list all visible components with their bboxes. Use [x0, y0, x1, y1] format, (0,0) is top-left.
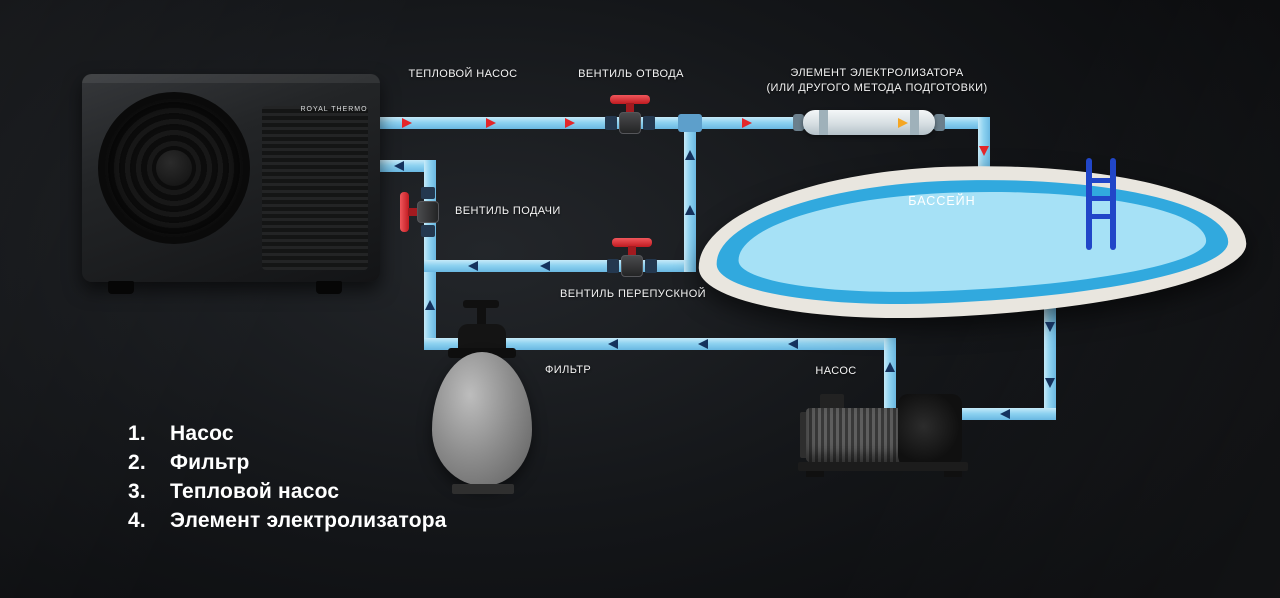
heat-pump-fan-hub	[156, 150, 192, 186]
legend-item-label: Насос	[170, 422, 234, 445]
pump-label: НАСОС	[815, 365, 857, 377]
filter-top-valve-handle	[463, 300, 499, 308]
supply-valve	[400, 180, 446, 244]
pool-ladder-rail	[1110, 158, 1116, 250]
pool-ladder-rung	[1086, 214, 1116, 219]
legend-item-number: 3.	[128, 480, 146, 503]
valve-union-nut	[421, 187, 435, 199]
valve-union-nut	[645, 259, 657, 273]
heat-pump-brand-label: ROYAL THERMO	[300, 106, 368, 113]
heat-pump-foot	[316, 281, 342, 294]
flow-arrow-electrolyzer-icon	[898, 118, 908, 128]
filter-label: ФИЛЬТР	[545, 364, 592, 376]
filter-base	[452, 484, 514, 494]
valve-body	[619, 112, 641, 134]
heat-pump-label: ТЕПЛОВОЙ НАСОС	[408, 68, 518, 80]
legend-item-number: 4.	[128, 509, 146, 532]
bypass-valve	[600, 238, 664, 284]
valve-union-nut	[607, 259, 619, 273]
legend-item-label: Элемент электролизатора	[170, 509, 447, 532]
pool-ladder-rail	[1086, 158, 1092, 250]
legend: 1. Насос 2. Фильтр 3. Тепловой насос 4. …	[128, 419, 447, 535]
valve-union-nut	[421, 225, 435, 237]
pump-motor	[806, 408, 902, 462]
flow-arrow-return-icon	[540, 261, 550, 271]
pipe-pump-discharge	[884, 338, 896, 412]
legend-item-label: Фильтр	[170, 451, 250, 474]
electrolyzer-fitting	[793, 114, 804, 131]
flow-arrow-hot-icon	[486, 118, 496, 128]
supply-valve-label: ВЕНТИЛЬ ПОДАЧИ	[455, 205, 561, 217]
pipe-heat-pump-return	[372, 160, 436, 172]
legend-item: 3. Тепловой насос	[128, 477, 447, 506]
legend-item: 1. Насос	[128, 419, 447, 448]
valve-stem	[626, 103, 634, 113]
pump-motor-endcap	[800, 412, 810, 458]
outlet-valve-label: ВЕНТИЛЬ ОТВОДА	[578, 68, 684, 80]
flow-arrow-hot-down-icon	[979, 146, 989, 156]
heat-pump-foot	[108, 281, 134, 294]
flow-arrow-hot-icon	[402, 118, 412, 128]
pipe-return-main	[424, 338, 896, 350]
pool-ladder-rung	[1086, 178, 1116, 183]
flow-arrow-return-icon	[685, 150, 695, 160]
heat-pump-top-edge	[82, 74, 380, 83]
pump-foot	[944, 471, 962, 477]
flow-arrow-return-icon	[698, 339, 708, 349]
pump-base	[798, 462, 968, 471]
valve-body	[417, 201, 439, 223]
filter-tank	[432, 352, 532, 486]
pump-head	[898, 394, 962, 466]
flow-arrow-return-icon	[1045, 378, 1055, 388]
flow-arrow-return-icon	[394, 161, 404, 171]
pool-label: БАССЕЙН	[908, 194, 976, 208]
valve-handle	[610, 95, 650, 104]
legend-item-number: 1.	[128, 422, 146, 445]
pipe-bypass-vertical	[684, 117, 696, 272]
outlet-valve	[598, 95, 662, 141]
electrolyzer-band	[819, 110, 828, 135]
flow-arrow-return-icon	[1045, 322, 1055, 332]
filter-top-valve-stem	[477, 306, 486, 326]
flow-arrow-hot-icon	[742, 118, 752, 128]
valve-union-nut	[643, 116, 655, 130]
bypass-valve-label: ВЕНТИЛЬ ПЕРЕПУСКНОЙ	[560, 288, 706, 300]
legend-item-number: 2.	[128, 451, 146, 474]
flow-arrow-return-icon	[425, 300, 435, 310]
electrolyzer-label-line1: ЭЛЕМЕНТ ЭЛЕКТРОЛИЗАТОРА	[790, 67, 964, 79]
valve-stem	[628, 246, 636, 256]
flow-arrow-hot-icon	[565, 118, 575, 128]
pool-ladder-rung	[1086, 196, 1116, 201]
flow-arrow-return-icon	[608, 339, 618, 349]
pump-terminal-box	[820, 394, 844, 412]
legend-item-label: Тепловой насос	[170, 480, 340, 503]
valve-handle	[612, 238, 652, 247]
flow-arrow-return-icon	[788, 339, 798, 349]
flow-arrow-return-icon	[885, 362, 895, 372]
electrolyzer-element	[793, 110, 945, 135]
electrolyzer-fitting	[934, 114, 945, 131]
flow-arrow-return-icon	[468, 261, 478, 271]
flow-arrow-return-icon	[1000, 409, 1010, 419]
flow-arrow-return-icon	[685, 205, 695, 215]
valve-union-nut	[605, 116, 617, 130]
pipe-pool-outlet	[1044, 295, 1056, 420]
pump-foot	[806, 471, 824, 477]
legend-item: 4. Элемент электролизатора	[128, 506, 447, 535]
valve-body	[621, 255, 643, 277]
legend-item: 2. Фильтр	[128, 448, 447, 477]
electrolyzer-band	[910, 110, 919, 135]
heat-pump-vent-grille	[262, 106, 368, 270]
electrolyzer-label-line2: (ИЛИ ДРУГОГО МЕТОДА ПОДГОТОВКИ)	[766, 82, 988, 94]
pipe-tee-coupling	[678, 114, 702, 132]
